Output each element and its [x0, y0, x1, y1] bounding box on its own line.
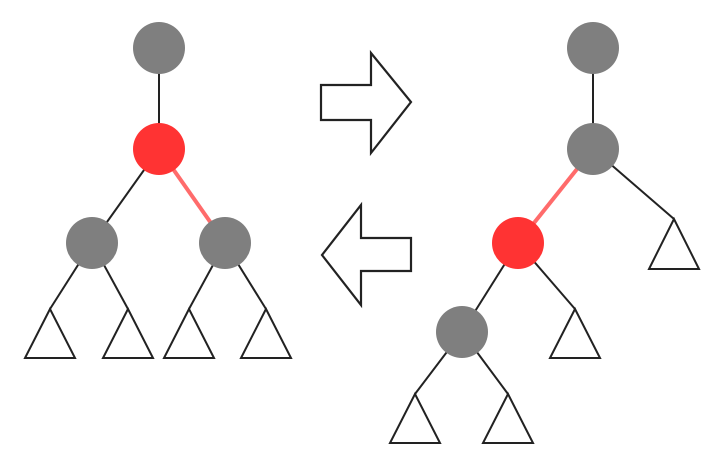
black-node-root — [133, 22, 185, 74]
left-tree-subtrees — [23, 306, 293, 359]
red-node-pivot — [133, 123, 185, 175]
triangle-icon — [23, 306, 77, 359]
black-node-root — [567, 22, 619, 74]
triangle-icon — [388, 391, 442, 444]
right-tree-subtrees — [388, 216, 701, 444]
triangle-icon — [481, 391, 535, 444]
triangle-icon — [548, 306, 602, 359]
rotation-arrows — [319, 49, 413, 309]
black-node-grandchild — [436, 306, 488, 358]
black-node-pivot — [567, 123, 619, 175]
right-tree — [388, 22, 701, 444]
triangle-icon — [162, 306, 216, 359]
right-tree-nodes — [436, 22, 619, 358]
left-tree-nodes — [66, 22, 251, 269]
left-tree — [23, 22, 293, 359]
red-node-red-child — [492, 217, 544, 269]
black-node-right-child — [199, 217, 251, 269]
triangle-icon — [647, 216, 701, 270]
triangle-icon — [239, 306, 293, 359]
triangle-icon — [101, 306, 155, 359]
black-node-left-child — [66, 217, 118, 269]
arrow-left-icon — [320, 201, 413, 309]
arrow-right-icon — [319, 49, 413, 157]
